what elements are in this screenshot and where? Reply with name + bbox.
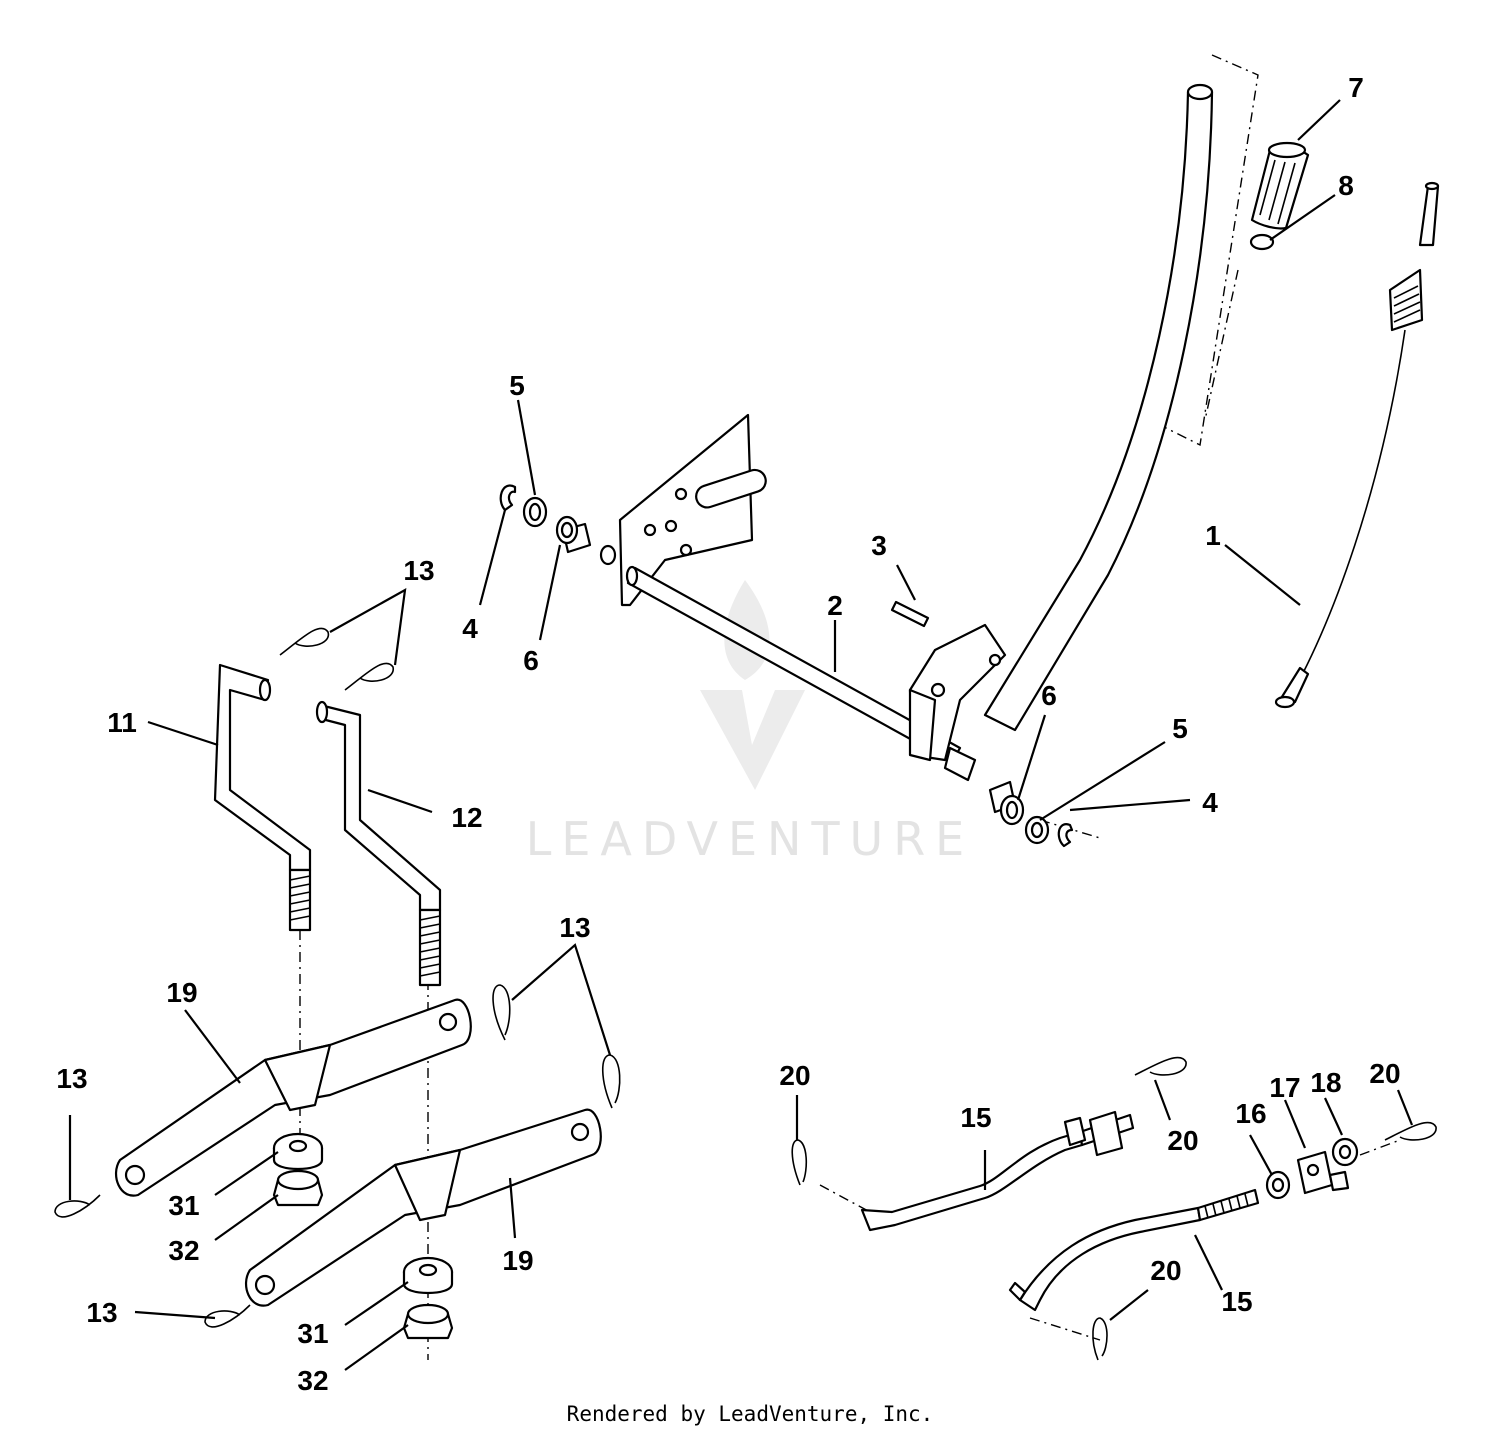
callout-32-lower: 32 [297,1365,328,1396]
callout-4-right: 4 [1202,787,1218,818]
callout-19-upper: 19 [166,977,197,1008]
mounting-plate [618,413,767,607]
callout-31-lower: 31 [297,1318,328,1349]
watermark-text: LEADVENTURE [526,812,975,866]
callout-17: 17 [1269,1072,1300,1103]
part-12-lift-link [315,700,442,987]
part-6-bushing-left [555,515,592,554]
callout-13-left: 13 [56,1063,87,1094]
callout-13-top: 13 [403,555,434,586]
callout-20-left: 20 [779,1060,810,1091]
callout-12: 12 [451,802,482,833]
callout-11: 11 [107,707,137,738]
callout-15-upper: 15 [960,1102,991,1133]
callout-2: 2 [827,590,843,621]
callout-16: 16 [1235,1098,1266,1129]
callout-5-left: 5 [509,370,525,401]
part-32-nut-lower [402,1303,454,1340]
part-5-washer-right [1024,815,1050,845]
callout-8: 8 [1338,170,1354,201]
callout-32-upper: 32 [168,1235,199,1266]
lift-bracket [908,623,1007,762]
part-20-hairpin-clips [791,1056,1437,1361]
leader-lines [68,99,1414,1371]
footer-credit: Rendered by LeadVenture, Inc. [566,1402,934,1426]
part-8-nut [1249,233,1275,251]
part-19-lift-arm-lower [244,1108,602,1307]
part-6-bushing-right [988,780,1025,826]
callout-5-right: 5 [1172,713,1188,744]
part-5-washer-left [522,496,548,528]
callout-6-right: 6 [1041,680,1057,711]
part-17-trunnion [1296,1150,1350,1195]
part-32-nut-upper [272,1169,324,1207]
part-4-e-ring-left [499,484,517,512]
part-2-lift-shaft [599,544,977,782]
part-4-e-ring-right [1057,823,1074,848]
part-11-lift-link [213,663,312,932]
callout-20-lower: 20 [1150,1255,1181,1286]
part-19-lift-arm-upper [114,998,472,1197]
callout-19-lower: 19 [502,1245,533,1276]
part-18-nut [1331,1137,1359,1167]
callout-3: 3 [871,530,887,561]
part-15-rod-lower [1008,1188,1260,1312]
callout-13-mid: 13 [559,912,590,943]
callout-1: 1 [1205,520,1221,551]
callout-13-bottom: 13 [86,1297,117,1328]
callout-6-left: 6 [523,645,539,676]
callout-20-right: 20 [1369,1058,1400,1089]
callout-7: 7 [1348,72,1364,103]
part-1-lift-cable [1274,181,1440,709]
callout-4-left: 4 [462,613,478,644]
part-3-roll-pin [890,600,930,628]
callout-31-upper: 31 [168,1190,199,1221]
callout-labels: 1 2 3 4 4 5 5 6 6 7 8 11 12 13 13 13 13 … [56,72,1400,1396]
callout-15-lower: 15 [1221,1286,1252,1317]
part-16-nut [1265,1170,1291,1200]
callout-20-upper: 20 [1167,1125,1198,1156]
part-15-rod-upper [860,1110,1135,1232]
callout-18: 18 [1310,1067,1341,1098]
lift-handle [983,83,1214,732]
part-7-grip [1250,141,1310,230]
part-31-spacer-lower [402,1256,454,1294]
part-31-spacer-upper [272,1132,324,1170]
